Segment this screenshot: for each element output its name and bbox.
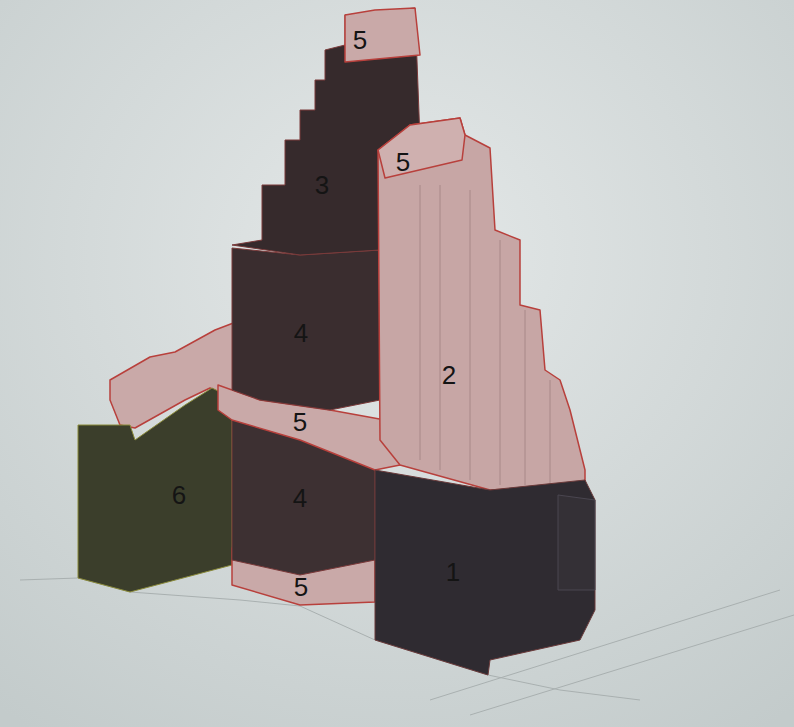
callout-number: 5: [293, 409, 307, 435]
mass-4: [232, 248, 380, 410]
mass-6: [78, 388, 232, 592]
callout-number: 4: [294, 320, 308, 346]
callout-number: 6: [172, 482, 186, 508]
building-masses: [78, 8, 595, 675]
callout-number: 3: [315, 172, 329, 198]
mass-5: [345, 8, 420, 62]
mass-1: [375, 470, 595, 675]
callout-number: 5: [396, 149, 410, 175]
callout-number: 4: [293, 485, 307, 511]
facade-lines: [420, 185, 550, 485]
mass-5: [378, 118, 465, 178]
callout-number: 5: [353, 27, 367, 53]
callout-number: 2: [442, 362, 456, 388]
mass-1-detail: [558, 495, 595, 590]
callout-number: 5: [294, 574, 308, 600]
mass-2: [378, 118, 585, 490]
callout-number: 1: [446, 559, 460, 585]
